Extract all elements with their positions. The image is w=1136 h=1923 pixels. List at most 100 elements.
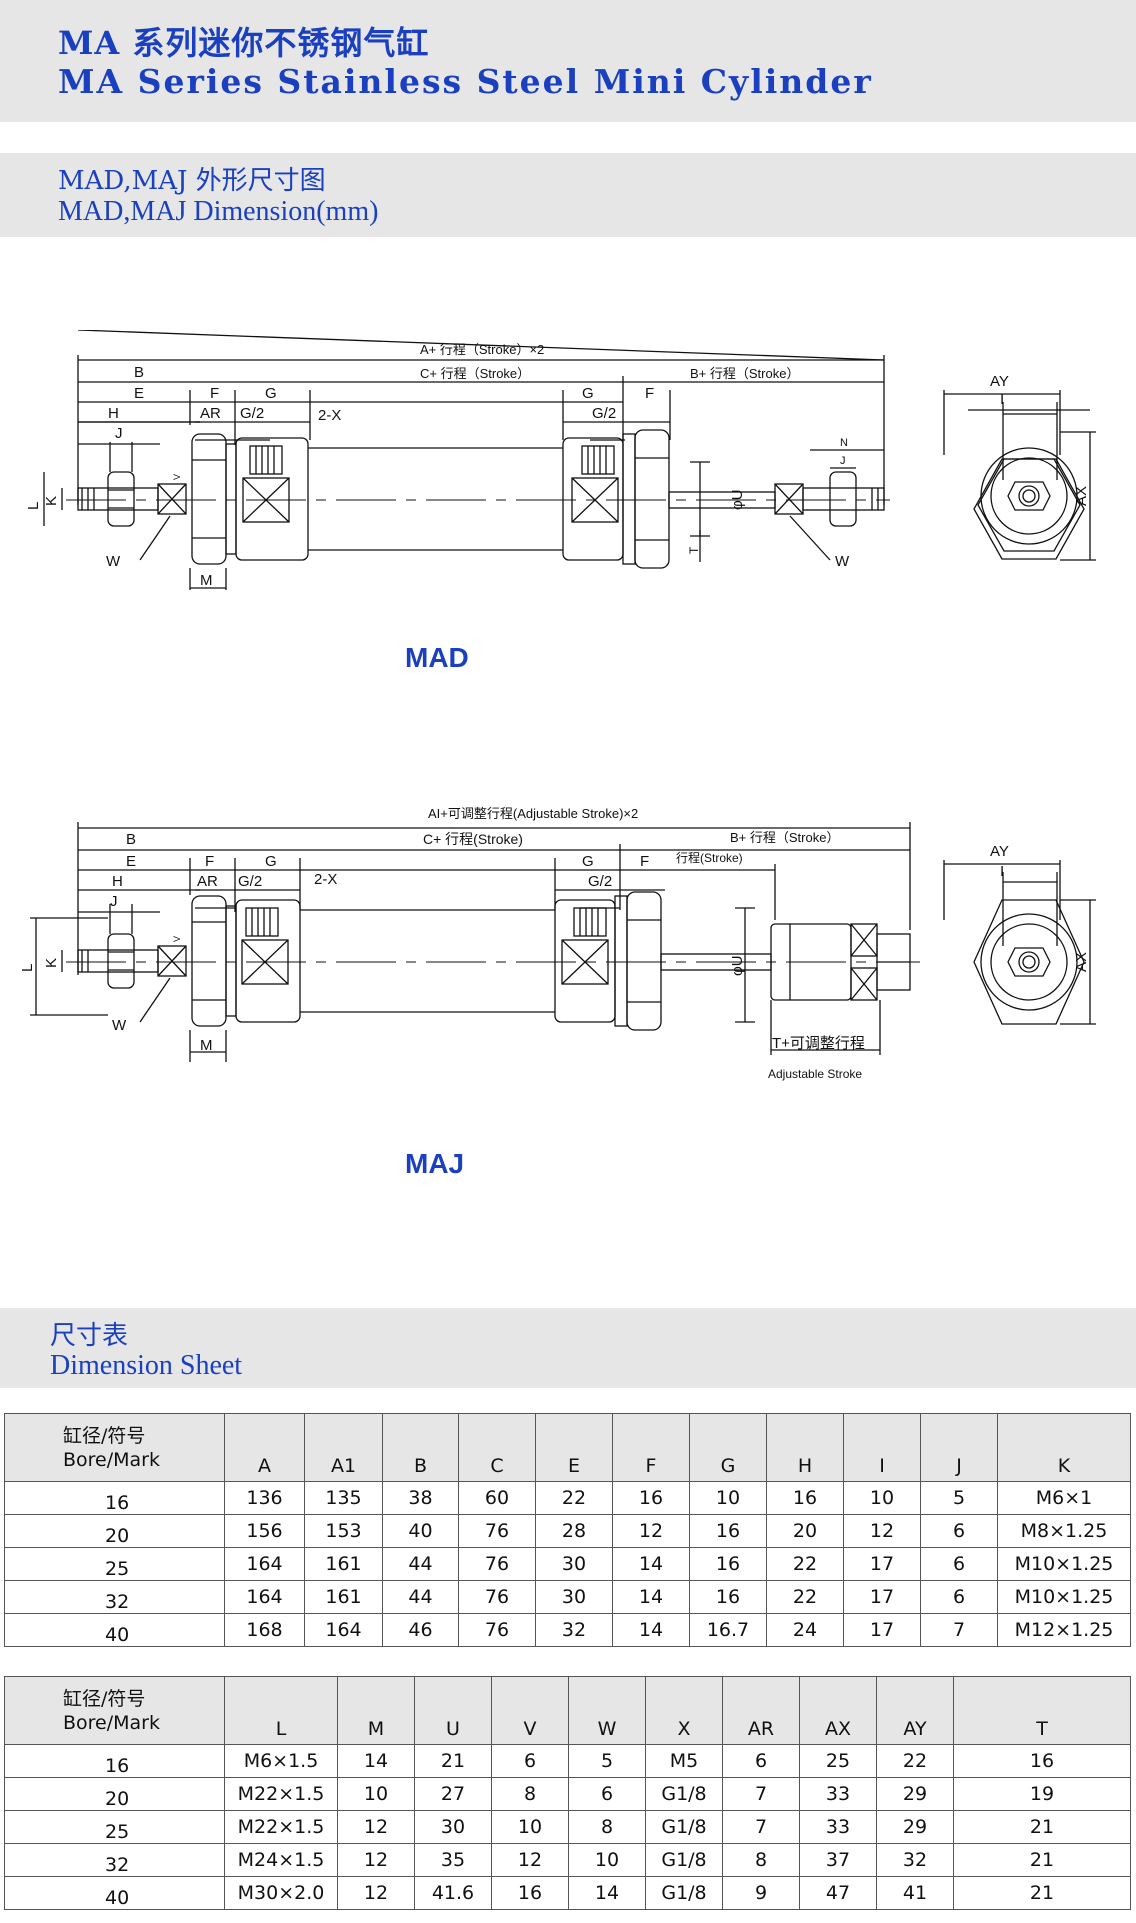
value-cell: 10 xyxy=(491,1810,569,1844)
value-cell: 5 xyxy=(920,1481,998,1515)
mad-label-w-right: W xyxy=(835,553,850,570)
mad-label-w: W xyxy=(106,553,121,570)
maj-label-j: J xyxy=(110,893,118,910)
value-cell: 9 xyxy=(722,1876,800,1910)
value-cell: 7 xyxy=(722,1777,800,1811)
table1-header-cell: C xyxy=(458,1413,536,1482)
value-cell: M8×1.25 xyxy=(997,1514,1131,1548)
table1-header-cell: I xyxy=(843,1413,921,1482)
bore-cell: 40 xyxy=(4,1613,225,1647)
value-cell: M6×1 xyxy=(997,1481,1131,1515)
value-cell: 12 xyxy=(337,1810,415,1844)
value-cell: 17 xyxy=(843,1613,921,1647)
maj-label-adj-stroke: Adjustable Stroke xyxy=(768,1067,862,1081)
sheet-section-band xyxy=(0,1308,1136,1388)
table2-header-cell: M xyxy=(337,1676,415,1745)
bore-cell: 16 xyxy=(4,1481,225,1515)
bore-cell: 16 xyxy=(4,1744,225,1778)
value-cell: 156 xyxy=(224,1514,305,1548)
value-cell: 28 xyxy=(535,1514,613,1548)
value-cell: 21 xyxy=(414,1744,492,1778)
maj-label-g: G xyxy=(265,853,277,870)
mad-label-j-right: J xyxy=(840,455,846,467)
table1-bore-mark-cell: 缸径/符号 Bore/Mark xyxy=(4,1413,225,1482)
value-cell: 22 xyxy=(876,1744,954,1778)
value-cell: 16 xyxy=(689,1580,767,1614)
value-cell: 161 xyxy=(304,1580,383,1614)
maj-label-g2-right: G/2 xyxy=(588,873,612,890)
value-cell: 6 xyxy=(920,1547,998,1581)
table2-header-cell: L xyxy=(224,1676,338,1745)
value-cell: 164 xyxy=(304,1613,383,1647)
maj-label-i: I xyxy=(1000,863,1004,880)
value-cell: G1/8 xyxy=(645,1876,723,1910)
mad-label-ax: AX xyxy=(1073,486,1090,506)
value-cell: M10×1.25 xyxy=(997,1580,1131,1614)
mad-label-j: J xyxy=(115,425,123,442)
value-cell: 17 xyxy=(843,1580,921,1614)
maj-technical-drawing: AI+可调整行程(Adjustable Stroke)×2 B C+ 行程(St… xyxy=(19,806,1096,1081)
value-cell: 30 xyxy=(535,1580,613,1614)
value-cell: 8 xyxy=(722,1843,800,1877)
value-cell: 7 xyxy=(920,1613,998,1647)
value-cell: 44 xyxy=(382,1580,459,1614)
table1-mark-zh: 缸径/符号 xyxy=(63,1424,146,1447)
table2-header-cell: X xyxy=(645,1676,723,1745)
value-cell: M24×1.5 xyxy=(224,1843,338,1877)
value-cell: 27 xyxy=(414,1777,492,1811)
value-cell: 6 xyxy=(920,1514,998,1548)
table1-header-cell: F xyxy=(612,1413,690,1482)
maj-model-label: MAJ xyxy=(405,1148,465,1179)
value-cell: 76 xyxy=(458,1580,536,1614)
value-cell: 168 xyxy=(224,1613,305,1647)
table2-mark-en: Bore/Mark xyxy=(63,1711,160,1734)
value-cell: 32 xyxy=(876,1843,954,1877)
table1-header-cell: A1 xyxy=(304,1413,383,1482)
mad-label-a: A+ 行程（Stroke）×2 xyxy=(420,342,544,357)
value-cell: 76 xyxy=(458,1613,536,1647)
value-cell: 12 xyxy=(337,1876,415,1910)
mad-label-b: B xyxy=(134,364,144,381)
value-cell: 29 xyxy=(876,1810,954,1844)
value-cell: 16 xyxy=(491,1876,569,1910)
table2-header-cell: V xyxy=(491,1676,569,1745)
value-cell: 41.6 xyxy=(414,1876,492,1910)
maj-label-g-right: G xyxy=(582,853,594,870)
value-cell: 19 xyxy=(953,1777,1131,1811)
table1-mark-en: Bore/Mark xyxy=(63,1448,160,1471)
value-cell: 7 xyxy=(722,1810,800,1844)
dimension-section-title-en: MAD,MAJ Dimension(mm) xyxy=(58,196,379,227)
table1-header-cell: B xyxy=(382,1413,459,1482)
maj-label-e: E xyxy=(126,853,136,870)
value-cell: 21 xyxy=(953,1876,1131,1910)
page-title-zh: MA 系列迷你不锈钢气缸 xyxy=(58,24,430,62)
maj-label-ay: AY xyxy=(990,843,1009,860)
table2-header-cell: AY xyxy=(876,1676,954,1745)
value-cell: M6×1.5 xyxy=(224,1744,338,1778)
mad-label-ar: AR xyxy=(200,405,221,422)
value-cell: 47 xyxy=(799,1876,877,1910)
value-cell: 17 xyxy=(843,1547,921,1581)
value-cell: 12 xyxy=(337,1843,415,1877)
value-cell: 33 xyxy=(799,1777,877,1811)
sheet-section-title-en: Dimension Sheet xyxy=(50,1350,243,1381)
maj-label-u: φU xyxy=(729,955,746,976)
table1-header-cell: G xyxy=(689,1413,767,1482)
value-cell: 16 xyxy=(689,1514,767,1548)
bore-cell: 20 xyxy=(4,1514,225,1548)
table2-header-cell: W xyxy=(568,1676,646,1745)
value-cell: 6 xyxy=(491,1744,569,1778)
maj-label-ar: AR xyxy=(197,873,218,890)
maj-label-l: L xyxy=(19,964,36,972)
value-cell: 10 xyxy=(843,1481,921,1515)
value-cell: 30 xyxy=(535,1547,613,1581)
value-cell: 76 xyxy=(458,1547,536,1581)
